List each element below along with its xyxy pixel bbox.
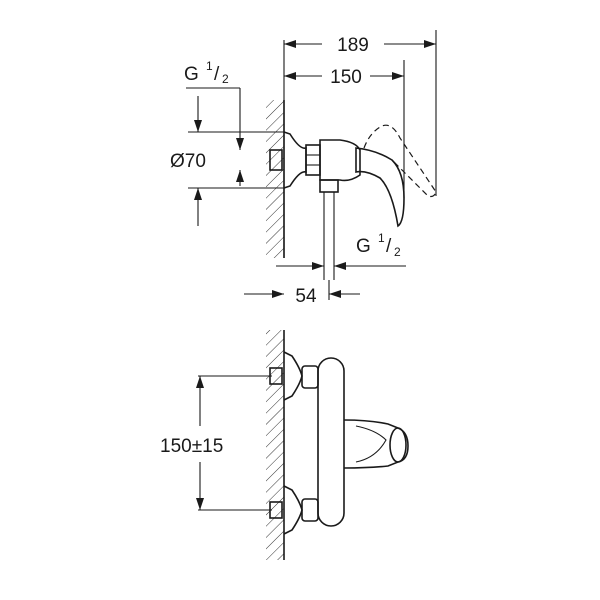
dim-rosette-diameter: Ø70 [170, 151, 206, 172]
lever-handle [355, 147, 405, 228]
thread-outlet-slash: / [386, 236, 392, 257]
upper-eccentric [283, 351, 303, 401]
dim-center-distance: 150±15 [160, 436, 223, 457]
thread-label-top: G [184, 64, 199, 85]
outlet-nut [319, 179, 339, 193]
wall-connector [269, 149, 283, 171]
upper-nut [301, 365, 319, 389]
wall-hatch-top [266, 100, 284, 258]
lever-detail [355, 425, 387, 463]
hex-nut [305, 144, 321, 176]
dim-189: 189 [337, 35, 369, 56]
dim-54: 54 [295, 286, 317, 307]
lever-end [389, 427, 407, 463]
thread-outlet-den: 2 [394, 245, 401, 259]
front-view: 150±15 [160, 330, 409, 560]
lower-eccentric [283, 485, 303, 535]
lever-front [343, 419, 409, 469]
mixer-body [319, 139, 361, 182]
thread-top-num: 1 [206, 59, 213, 73]
lower-nut [301, 498, 319, 522]
thread-top-slash: / [214, 64, 220, 85]
handle-alt-position [363, 124, 437, 198]
dim-150: 150 [330, 67, 362, 88]
wall-hatch-bottom [266, 330, 284, 560]
side-view: 189 150 G 1 / 2 Ø70 G 1 / 2 [170, 30, 437, 307]
thread-outlet-num: 1 [378, 231, 385, 245]
thread-label-outlet: G [356, 236, 371, 257]
mixer-body-front [317, 357, 345, 527]
rosette [283, 131, 307, 189]
thread-top-den: 2 [222, 72, 229, 86]
